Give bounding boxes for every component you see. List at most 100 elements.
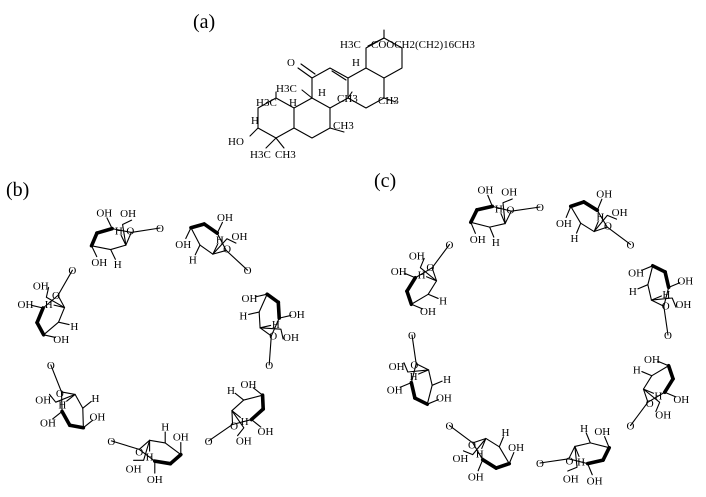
substituent-bond (52, 410, 63, 420)
hydrogen-label: H (241, 416, 249, 428)
ch2oh-hydroxyl-label: OH (232, 231, 248, 243)
ring-oxygen-label: O (426, 262, 434, 274)
substituent-bond (254, 293, 268, 298)
substituent-bond (489, 226, 495, 238)
hydrogen-label: H (45, 299, 53, 311)
ch2oh-hydroxyl-label: OH (33, 281, 49, 293)
hydroxyl-label: OH (387, 385, 403, 397)
substituent-bond (585, 432, 591, 444)
ch2oh-hydroxyl-label: OH (120, 208, 136, 220)
substituent-bond (641, 371, 653, 377)
ch2oh-hydroxyl-label: OH (283, 332, 299, 344)
substituent-bond (587, 463, 593, 476)
substituent-bond (668, 282, 681, 288)
substituent-bond (110, 248, 116, 260)
substituent-bond (637, 284, 649, 290)
ring-oxygen-label: O (223, 244, 231, 256)
wedge-bond (585, 458, 605, 466)
substituent-bond (477, 459, 484, 472)
glycosidic-bond (110, 440, 140, 450)
substituent-bond (90, 245, 98, 258)
wedge-bond (249, 407, 265, 422)
methyl-ring-c: CH3 (337, 93, 358, 105)
substituent-bond (30, 304, 44, 309)
hydroxyl-label: OH (258, 426, 274, 438)
wedge-bond (95, 226, 114, 235)
ch2oh-bond (133, 439, 151, 461)
hydroxyl: HO (228, 136, 244, 148)
ch2oh-bond (48, 393, 76, 403)
hydroxyl-label: OH (96, 207, 112, 219)
glycosidic-oxygen-label: O (627, 421, 635, 433)
hydroxyl-label: OH (508, 442, 524, 454)
glycosidic-oxygen-label: O (664, 330, 672, 342)
wedge-bond (494, 461, 512, 470)
substituent-bond (641, 265, 654, 271)
hydroxyl-label: OH (677, 275, 693, 287)
hydrogen-ring-a: H (251, 115, 259, 127)
hydroxyl-label: OH (242, 293, 258, 305)
ch2oh-bond (45, 286, 66, 309)
hydroxyl-label: OH (477, 185, 493, 197)
methyl-ring-c-lower: CH3 (333, 120, 354, 132)
ring-oxygen-label: O (230, 421, 238, 433)
hydrogen-label: H (439, 296, 447, 308)
hydroxyl-label: OH (241, 379, 257, 391)
substituent-bond (82, 400, 92, 409)
glycosidic-oxygen-label: O (265, 360, 273, 372)
hydrogen-label: H (580, 423, 588, 435)
ch2oh-hydroxyl-label: OH (612, 207, 628, 219)
wedge-bond (568, 200, 586, 209)
substituent-bond (82, 419, 94, 429)
ester-group: COOCH2(CH2)16CH3 (371, 39, 475, 51)
ring-oxygen-label: O (135, 446, 143, 458)
ch2oh-bond (419, 257, 438, 282)
glycosidic-oxygen-label: O (205, 436, 213, 448)
glycosidic-bond (510, 206, 541, 212)
hydrogen-label: H (58, 400, 66, 412)
hydroxyl-label: OH (644, 354, 660, 366)
glycosidic-bond (268, 335, 272, 366)
ch2oh-hydroxyl-label: OH (236, 436, 252, 448)
hydroxyl-label: OH (53, 334, 69, 346)
glycosidic-bond (57, 269, 73, 296)
glycosidic-bond (606, 226, 632, 246)
wedge-bond (475, 204, 495, 212)
hydrogen-label: H (70, 321, 78, 333)
structure-a: O H3C COOCH2(CH2)16CH3 H3C CH3 CH3 CH3 H… (228, 29, 475, 161)
panel-label-b: (b) (6, 179, 29, 201)
ch2oh-bond (642, 388, 661, 413)
hydrogen-label: H (476, 448, 484, 460)
ring-oxygen-label: O (604, 220, 612, 232)
ch2oh-bond (231, 410, 245, 437)
hydroxyl-label: OH (173, 432, 189, 444)
ch2oh-hydroxyl-label: OH (409, 250, 425, 262)
hydrogen-label: H (410, 371, 418, 383)
wedge-bond (409, 380, 417, 400)
ring-oxygen-label: O (410, 360, 418, 372)
wedge-bond (60, 409, 72, 428)
hydroxyl-label: OH (673, 394, 689, 406)
substituent-bond (427, 293, 439, 299)
hydrogen-label: H (227, 385, 235, 397)
glycosidic-oxygen-label: O (536, 202, 544, 214)
substituent-bond (216, 221, 223, 234)
hydrogen-label: H (443, 374, 451, 386)
hydroxyl-label: OH (468, 471, 484, 483)
hydrogen-label: H (662, 289, 670, 301)
hydrogen-label: H (596, 212, 604, 224)
wedge-bond (202, 222, 220, 235)
hydroxyl-label: OH (40, 418, 56, 430)
hydroxyl-label: OH (89, 412, 105, 424)
ch2oh-bond (593, 214, 618, 233)
glycosidic-bond (629, 401, 649, 427)
glycosidic-oxygen-label: O (68, 265, 76, 277)
hydrogen-label: H (161, 422, 169, 434)
ch2oh-bond (212, 238, 237, 255)
